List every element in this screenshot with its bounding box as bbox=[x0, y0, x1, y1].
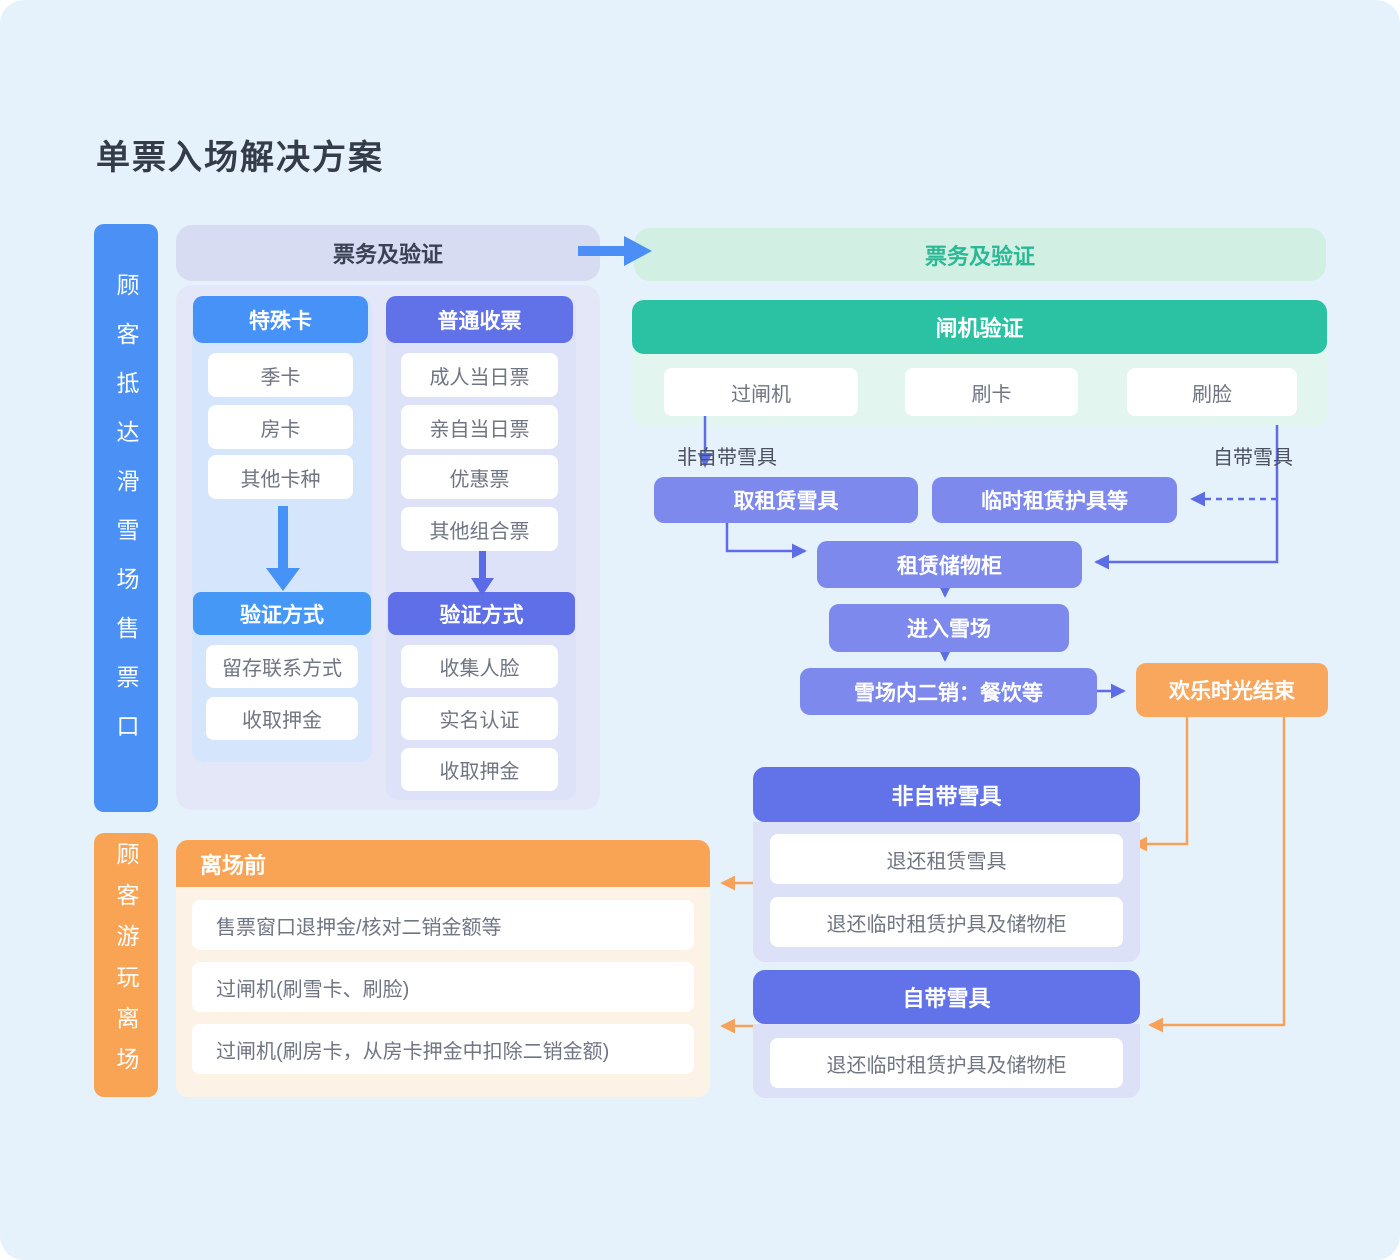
return-notown-item-gear: 退还租赁雪具 bbox=[770, 834, 1123, 884]
leave-item-turnstile-room: 过闸机(刷房卡，从房卡押金中扣除二销金额) bbox=[192, 1024, 694, 1074]
leave-panel-header: 离场前 bbox=[176, 840, 710, 887]
ticket-item-discount: 优惠票 bbox=[401, 455, 558, 499]
normal-verify-deposit: 收取押金 bbox=[401, 748, 558, 791]
ticket-item-personal: 亲自当日票 bbox=[401, 405, 558, 449]
return-own-item-protect: 退还临时租赁护具及储物柜 bbox=[770, 1038, 1123, 1088]
connector-end-to-return-gear bbox=[1132, 717, 1189, 852]
connector-rental-to-locker bbox=[725, 523, 807, 559]
return-notown-item-protect: 退还临时租赁护具及储物柜 bbox=[770, 897, 1123, 947]
return-own-header: 自带雪具 bbox=[753, 970, 1140, 1024]
flow-pick-rental-gear: 取租赁雪具 bbox=[654, 477, 918, 523]
special-verify-header: 验证方式 bbox=[193, 592, 371, 635]
sidebar-stage-arrival: 顾客抵达滑雪场售票口 bbox=[94, 224, 158, 812]
special-verify-deposit: 收取押金 bbox=[206, 697, 358, 740]
gate-verify-bar: 闸机验证 bbox=[632, 300, 1327, 354]
normal-ticket-header: 普通收票 bbox=[386, 296, 573, 343]
normal-verify-header: 验证方式 bbox=[388, 592, 575, 635]
gate-panel-title: 票务及验证 bbox=[634, 228, 1326, 281]
flow-secondary-sales: 雪场内二销：餐饮等 bbox=[800, 668, 1097, 715]
label-own-gear: 自带雪具 bbox=[1213, 447, 1293, 469]
leave-item-turnstile-card: 过闸机(刷雪卡、刷脸) bbox=[192, 962, 694, 1012]
flow-rental-locker: 租赁储物柜 bbox=[817, 541, 1082, 588]
ticket-item-adult: 成人当日票 bbox=[401, 353, 558, 397]
flow-enter-snowfield: 进入雪场 bbox=[829, 604, 1069, 652]
card-item-season: 季卡 bbox=[208, 353, 353, 397]
ticketing-panel-title: 票务及验证 bbox=[176, 225, 600, 281]
connector-end-to-owngear-block bbox=[1148, 717, 1286, 1033]
normal-verify-face: 收集人脸 bbox=[401, 645, 558, 688]
gate-method-turnstile: 过闸机 bbox=[664, 368, 858, 416]
flow-temp-rental-protect: 临时租赁护具等 bbox=[932, 477, 1177, 523]
gate-method-face: 刷脸 bbox=[1127, 368, 1297, 416]
label-not-own-gear: 非自带雪具 bbox=[677, 447, 777, 469]
special-verify-contact: 留存联系方式 bbox=[206, 645, 358, 688]
return-notown-header: 非自带雪具 bbox=[753, 767, 1140, 822]
flow-happy-end: 欢乐时光结束 bbox=[1136, 663, 1328, 717]
sidebar-stage-leave: 顾客游玩离场 bbox=[94, 833, 158, 1097]
gate-method-card: 刷卡 bbox=[905, 368, 1078, 416]
card-item-room: 房卡 bbox=[208, 405, 353, 449]
leave-item-refund: 售票窗口退押金/核对二销金额等 bbox=[192, 900, 694, 950]
special-card-header: 特殊卡 bbox=[193, 296, 368, 343]
card-item-other: 其他卡种 bbox=[208, 455, 353, 499]
ticket-item-combo: 其他组合票 bbox=[401, 507, 558, 551]
normal-verify-realname: 实名认证 bbox=[401, 697, 558, 740]
page-title: 单票入场解决方案 bbox=[96, 139, 384, 177]
